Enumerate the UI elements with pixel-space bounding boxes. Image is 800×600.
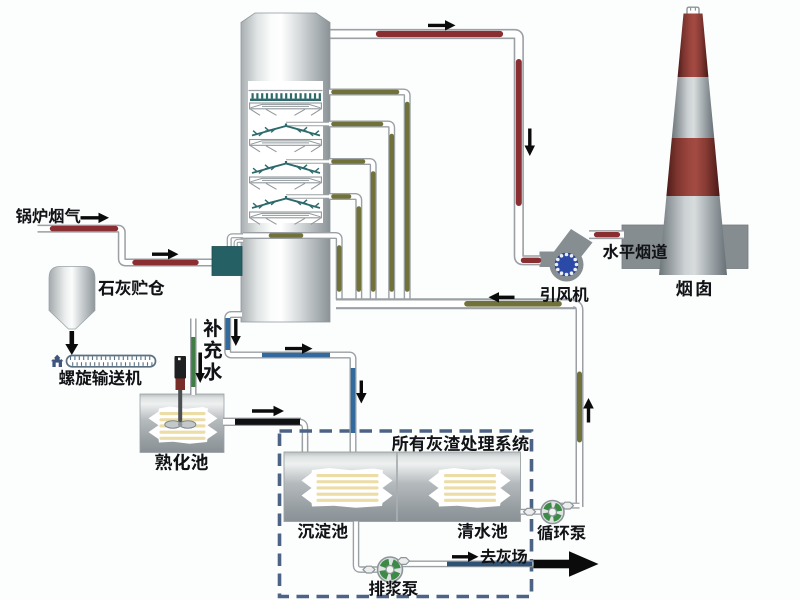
recirculation-pipe	[336, 298, 584, 507]
flow-arrow	[524, 128, 535, 156]
tower-bottom-pipe	[243, 232, 343, 300]
boundary-pipe-crossings	[301, 426, 357, 453]
tower-drain-pipe	[224, 311, 357, 453]
flow-arrow	[152, 248, 179, 260]
flow-arrow	[452, 551, 479, 562]
clean-gas-pipe	[329, 28, 542, 266]
boiler-flue-gas-pipe	[37, 224, 214, 267]
lime-silo	[48, 266, 96, 330]
flow-arrow	[488, 292, 515, 303]
agitator	[164, 356, 197, 429]
absorber-tower	[240, 12, 331, 323]
flow-arrow	[583, 398, 594, 423]
flow-arrow	[80, 212, 109, 224]
chimney-cap	[686, 6, 700, 14]
lime-slurry-pipe	[223, 417, 309, 453]
sedimentation-and-clear-water-tanks	[283, 451, 521, 522]
screw-conveyor	[51, 354, 157, 368]
flow-arrow	[195, 352, 205, 383]
ash-treatment-boundary	[277, 429, 534, 599]
slurry-pump	[352, 521, 534, 583]
flow-arrow	[230, 319, 241, 346]
flow-arrow	[252, 405, 284, 417]
ash-discharge-arrow	[533, 551, 599, 577]
label-to-ash-yard	[480, 548, 527, 564]
tower-internals	[248, 89, 329, 225]
spray-feed-pipes	[329, 88, 411, 300]
circulation-pump	[520, 499, 580, 525]
fan-impeller	[554, 252, 579, 277]
flow-arrow	[285, 343, 313, 354]
gas-inlet-box	[211, 233, 243, 276]
conveyor-motor-icon	[51, 354, 64, 367]
chimney	[659, 6, 727, 275]
silo-discharge-arrow	[65, 331, 79, 355]
flow-arrow	[428, 20, 456, 31]
flow-arrow	[356, 380, 367, 404]
